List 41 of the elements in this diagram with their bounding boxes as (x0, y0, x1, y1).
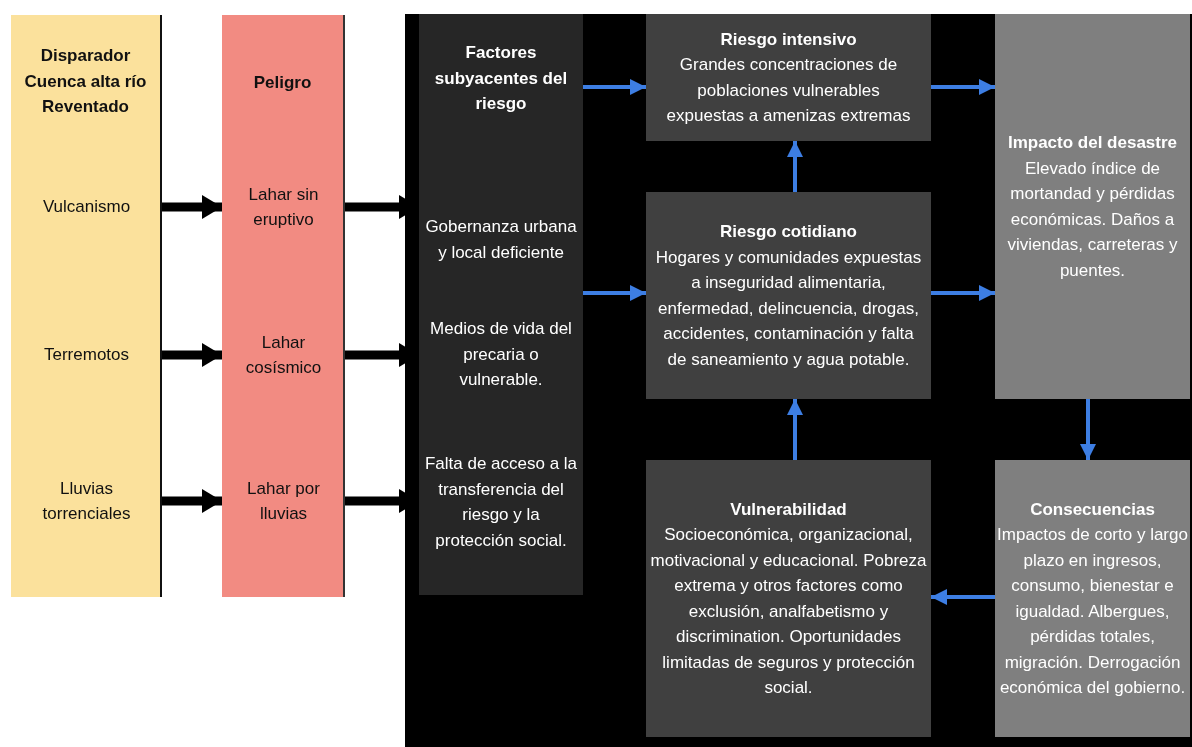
label-text: Lahar cosísmico (244, 331, 323, 379)
vulnerability-box (646, 460, 931, 737)
label-text: Lahar por lluvias (246, 477, 321, 525)
heading: Riesgo intensivo (719, 28, 858, 51)
arrow (931, 79, 995, 95)
trigger-column (11, 15, 162, 597)
arrow (787, 141, 803, 192)
label-text: Impactos de corto y largo plazo en ingresos, consumo, bienestar e igualdad. Albergues, pérdidas totales, migración. Derrogación económica del gobierno. (996, 524, 1189, 699)
label-text: Lahar sin eruptivo (247, 183, 320, 231)
arrow (162, 489, 222, 513)
heading: Disparador Cuenca alta río Reventado (23, 45, 148, 118)
hazard-column (222, 15, 345, 597)
arrow (162, 343, 222, 367)
body-text: Gobernanza urbana y local deficiente (424, 216, 578, 264)
heading: Factores subyacentes del riesgo (433, 42, 569, 115)
heading: Consecuencias (1029, 498, 1156, 521)
heading: Vulnerabilidad (729, 498, 848, 521)
label-text: Vulcanismo (41, 196, 132, 219)
arrow (787, 399, 803, 460)
label-text: Hogares y comunidades expuestas a inseguridad alimentaria, enfermedad, delincuencia, drogas, accidentes, contaminación y falta de saneamiento y agua potable. (654, 246, 923, 371)
arrow (931, 285, 995, 301)
arrow (583, 79, 646, 95)
arrow (931, 589, 995, 605)
body-text: Medios de vida del precaria o vulnerable. (429, 318, 573, 391)
label-text: Lluvias torrenciales (41, 477, 132, 525)
risk-box (646, 14, 931, 141)
consequences-box (995, 460, 1190, 737)
label-text: Elevado índice de mortandad y pérdidas económicas. Daños a viviendas, carreteras y puentes. (1006, 157, 1179, 282)
label-text: Terremotos (43, 344, 130, 367)
label-text: Socioeconómica, organizacional, motivacional y educacional. Pobreza extrema y otros factores como exclusión, analfabetismo y discrimination. Oportunidades limitadas de seguros y protección social. (650, 524, 927, 699)
arrow (1080, 399, 1096, 460)
risk-box (646, 192, 931, 399)
heading: Peligro (252, 72, 313, 94)
heading: Riesgo cotidiano (719, 221, 858, 243)
label-text: Grandes concentraciones de poblaciones vulnerables expuestas a amenizas extremas (665, 54, 912, 127)
body-text: Falta de acceso a la transferencia del riesgo y la protección social. (423, 453, 579, 552)
factors-panel (419, 14, 583, 595)
heading: Impacto del desastre (1006, 132, 1179, 154)
arrow (583, 285, 646, 301)
impact-box (995, 14, 1190, 399)
arrow (162, 195, 222, 219)
